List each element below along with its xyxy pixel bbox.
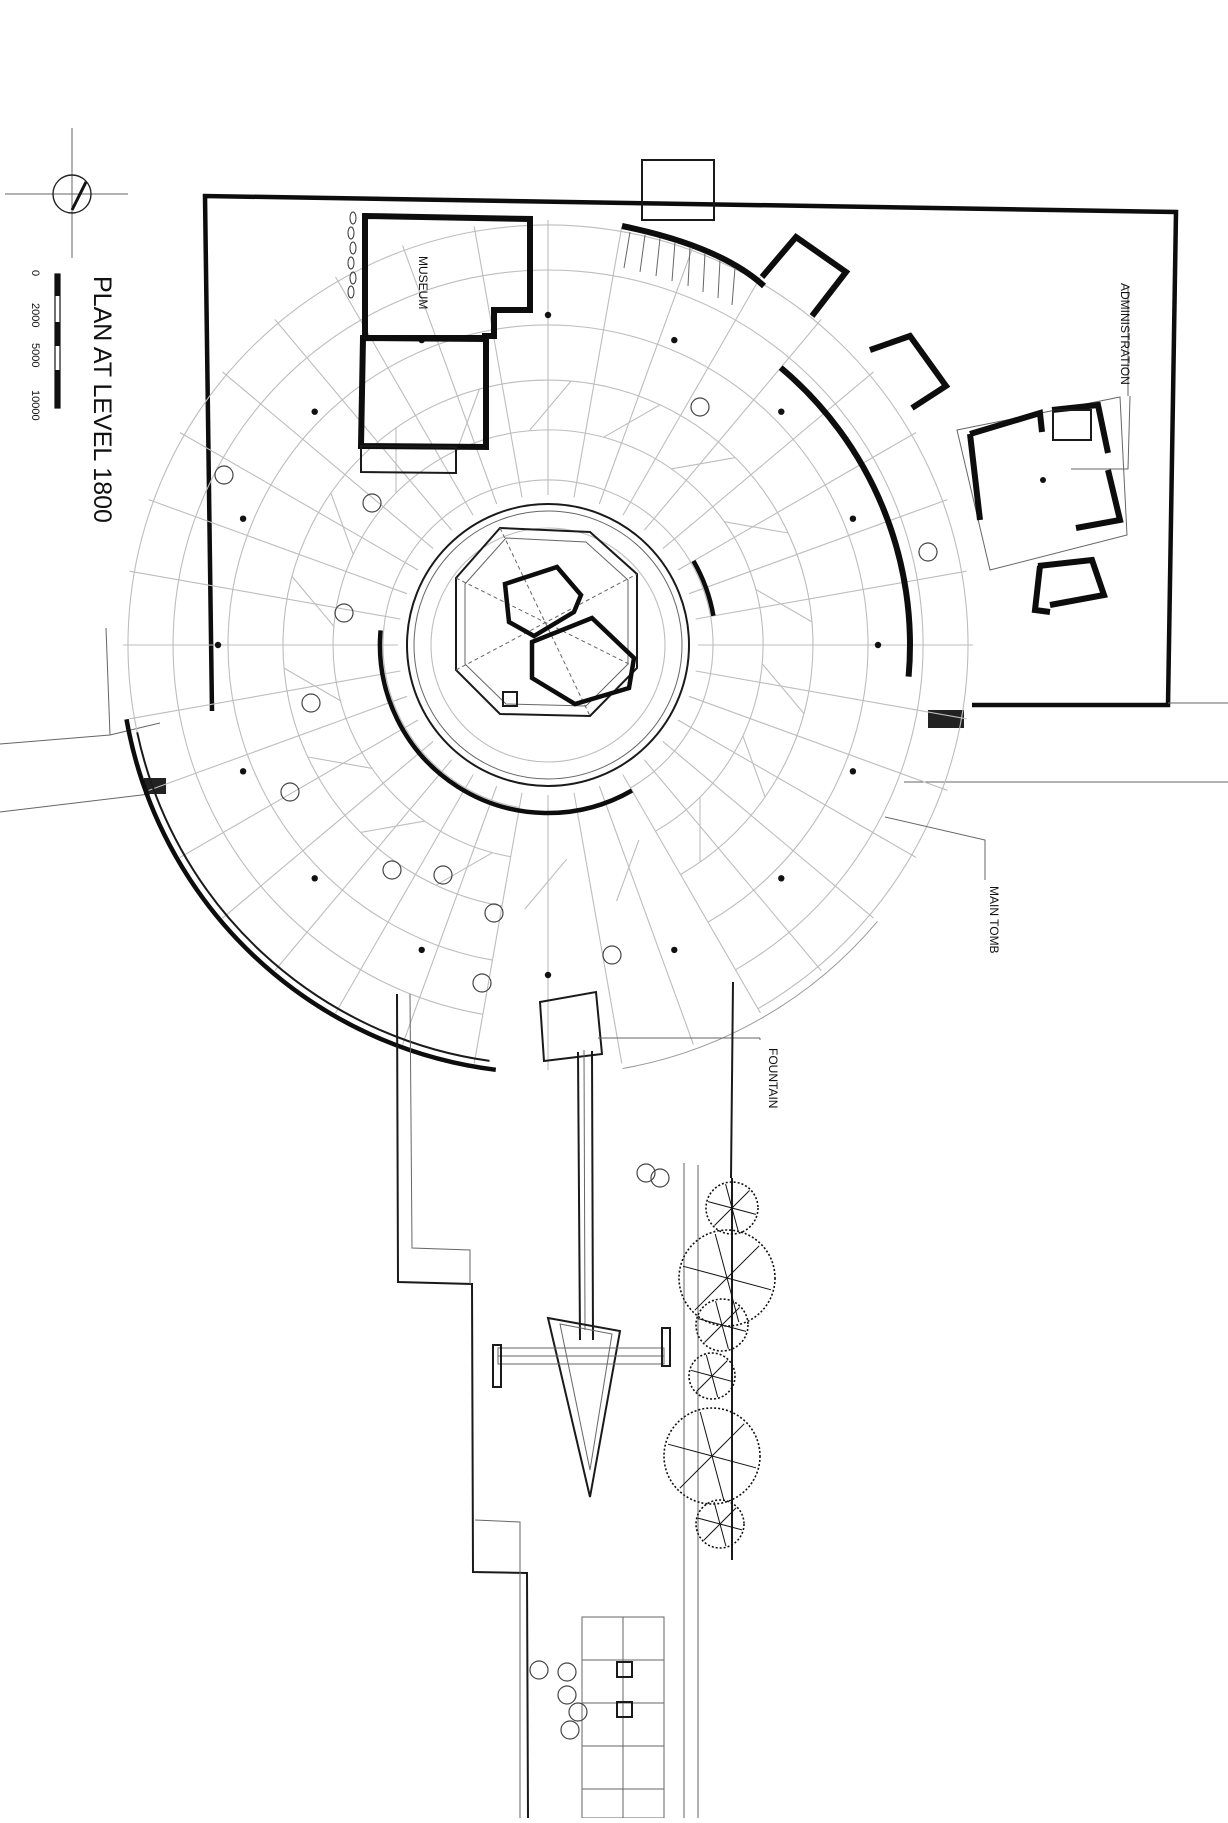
shrub-symbols xyxy=(214,397,938,1740)
outer-perimeter-wall xyxy=(124,365,913,1073)
processional-path xyxy=(396,981,734,1819)
administration-label: ADMINISTRATION xyxy=(1118,283,1132,385)
top-stair xyxy=(621,223,767,306)
tree-symbols xyxy=(663,1181,776,1549)
main-tomb-label: MAIN TOMB xyxy=(987,886,1001,954)
scale-tick-0: 0 xyxy=(29,270,41,276)
drawing-title: PLAN AT LEVEL 1800 xyxy=(88,276,116,523)
fountain-label: FOUNTAIN xyxy=(766,1048,780,1108)
scale-tick-10000: 10000 xyxy=(29,390,41,421)
museum-label: MUSEUM xyxy=(416,256,430,309)
north-arrow-icon xyxy=(5,128,128,258)
site-boundary xyxy=(202,159,1228,712)
scale-tick-2000: 2000 xyxy=(29,303,41,327)
main-tomb xyxy=(377,503,716,816)
plaza-grid xyxy=(123,220,973,1070)
museum-building: MUSEUM xyxy=(347,211,533,475)
fountain: FOUNTAIN xyxy=(538,990,780,1341)
access-road xyxy=(0,627,1228,813)
scale-tick-5000: 5000 xyxy=(29,343,41,367)
administration-building: ADMINISTRATION xyxy=(759,232,1132,615)
main-tomb-leader xyxy=(884,816,986,880)
scale-bar: 0 2000 5000 10000 xyxy=(29,270,61,421)
